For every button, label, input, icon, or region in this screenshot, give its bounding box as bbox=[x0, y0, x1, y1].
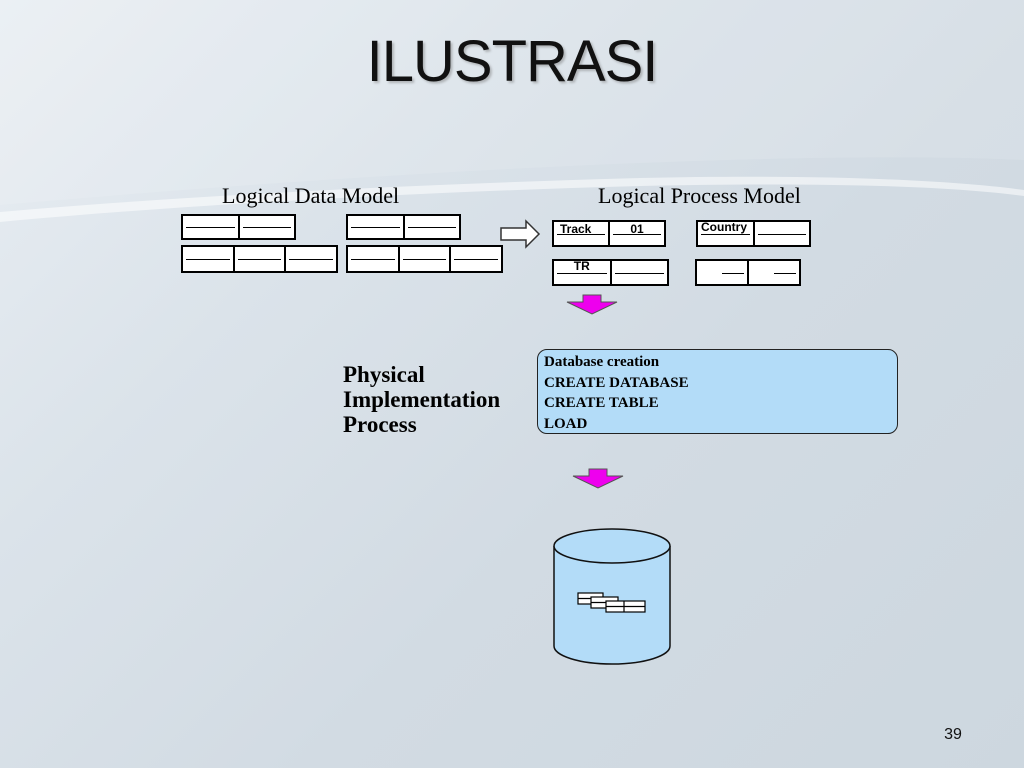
slide-title: ILUSTRASI bbox=[366, 29, 659, 94]
stacked-tables-icon bbox=[577, 592, 646, 613]
track-label: Track bbox=[560, 222, 592, 236]
background-swoosh bbox=[0, 0, 1024, 222]
db-step: LOAD bbox=[544, 415, 588, 432]
physical-implementation-label: Physical Implementation Process bbox=[343, 362, 501, 437]
process-table-track: Track 01 bbox=[552, 220, 666, 247]
database-creation-box: Database creation CREATE DATABASE CREATE… bbox=[537, 349, 898, 434]
right-arrow-icon bbox=[500, 219, 541, 249]
db-step: CREATE DATABASE bbox=[544, 374, 689, 391]
db-step: CREATE TABLE bbox=[544, 395, 659, 411]
down-arrow-icon bbox=[572, 468, 624, 489]
process-table-country: Country bbox=[696, 220, 811, 247]
database-cylinder-icon bbox=[553, 528, 671, 665]
track-value: 01 bbox=[630, 222, 644, 236]
data-model-table bbox=[346, 245, 503, 273]
process-table bbox=[695, 259, 801, 286]
data-model-table bbox=[181, 245, 338, 273]
logical-data-model-heading: Logical Data Model bbox=[222, 183, 400, 208]
data-model-table bbox=[346, 214, 461, 240]
db-step: Database creation bbox=[544, 354, 660, 370]
process-table-tr: TR bbox=[552, 259, 669, 286]
page-number: 39 bbox=[944, 726, 962, 743]
logical-process-model-heading: Logical Process Model bbox=[598, 183, 801, 208]
country-label: Country bbox=[701, 220, 747, 234]
tr-label: TR bbox=[573, 259, 590, 273]
down-arrow-icon bbox=[566, 294, 618, 315]
data-model-table bbox=[181, 214, 296, 240]
